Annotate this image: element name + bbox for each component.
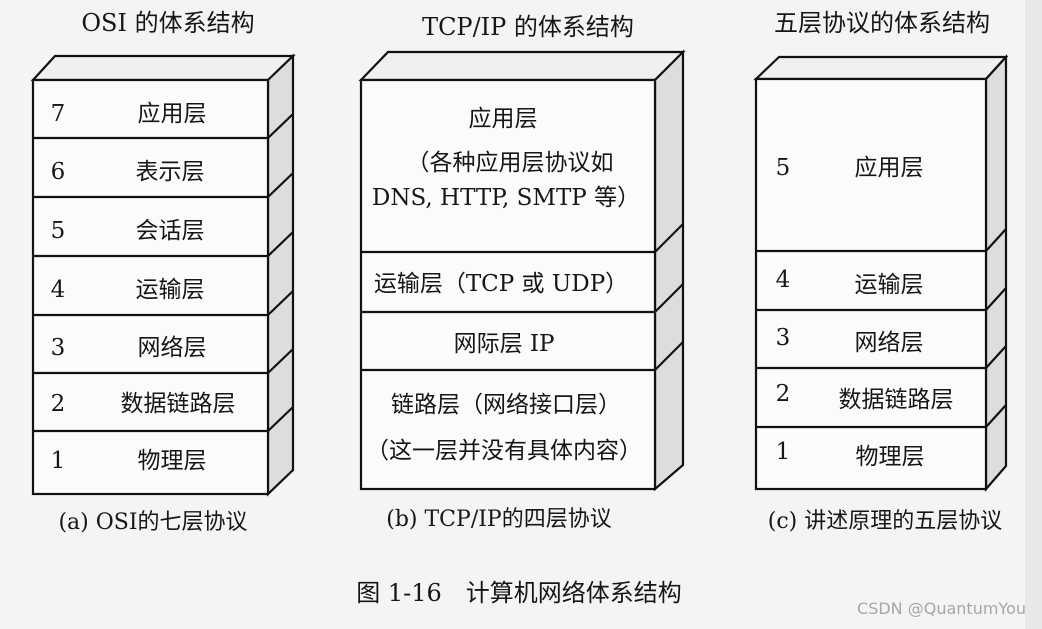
- osi-layer-4-number: 4: [51, 277, 66, 303]
- osi-layer-1-name: 物理层: [138, 448, 207, 474]
- osi-layer-3-name: 网络层: [138, 335, 207, 361]
- osi-side-divider-3: [267, 231, 294, 257]
- tcpip-side-face: [653, 49, 685, 492]
- tcpip-front-face: [359, 78, 657, 491]
- five-layer-caption: (c) 讲述原理的五层协议: [768, 509, 1002, 534]
- osi-top-face: [30, 54, 296, 82]
- five-side-divider-2: [985, 287, 1007, 311]
- tcpip-application-detail-line-2: DNS, HTTP, SMTP 等）: [372, 185, 640, 211]
- tcpip-transport-layer: 运输层（TCP 或 UDP）: [374, 271, 628, 297]
- five-layer-title: 五层协议的体系结构: [774, 9, 990, 37]
- tcpip-side-divider-3: [654, 341, 684, 371]
- figure-caption: 图 1-16 计算机网络体系结构: [356, 579, 682, 607]
- tcpip-side-divider-1: [654, 223, 684, 253]
- tcpip-link-layer-line-1: 链路层（网络接口层）: [391, 392, 621, 418]
- tcpip-application-detail-line-1: （各种应用层协议如: [407, 150, 614, 176]
- osi-title: OSI 的体系结构: [81, 9, 254, 37]
- five-layer-1-number: 1: [776, 439, 791, 465]
- five-layer-1-name: 物理层: [856, 444, 925, 470]
- tcpip-stack: 应用层 （各种应用层协议如 DNS, HTTP, SMTP 等） 运输层（TCP…: [358, 49, 686, 492]
- osi-side-divider-6: [267, 406, 294, 432]
- five-layer-5-number: 5: [776, 155, 791, 181]
- osi-side-divider-5: [267, 348, 294, 374]
- osi-layer-6-name: 表示层: [136, 159, 205, 185]
- five-side-divider-1: [985, 228, 1007, 252]
- osi-layer-6-number: 6: [51, 159, 66, 185]
- osi-caption: (a) OSI的七层协议: [58, 510, 247, 535]
- osi-side-divider-2: [267, 172, 294, 198]
- osi-layer-5-name: 会话层: [136, 218, 205, 244]
- tcpip-caption: (b) TCP/IP的四层协议: [386, 507, 611, 532]
- osi-layer-7-name: 应用层: [138, 101, 207, 127]
- five-layer-3-name: 网络层: [855, 330, 924, 356]
- five-layer-2-name: 数据链路层: [839, 387, 954, 413]
- osi-layer-2-name: 数据链路层: [121, 391, 236, 417]
- osi-stack: 7 应用层 6 表示层 5 会话层 4 运输层 3 网络层 2 数据链路层 1 …: [30, 53, 296, 497]
- tcpip-internet-layer: 网际层 IP: [454, 331, 555, 357]
- five-front-face: [754, 77, 988, 491]
- osi-layer-2-number: 2: [51, 391, 66, 417]
- tcpip-side-divider-2: [654, 283, 684, 313]
- watermark: CSDN @QuantumYou: [857, 599, 1026, 618]
- five-layer-stack: 5 应用层 4 运输层 3 网络层 2 数据链路层 1 物理层: [753, 54, 1009, 492]
- five-layer-3-number: 3: [776, 325, 791, 351]
- osi-side-divider-1: [267, 113, 294, 139]
- osi-layer-1-number: 1: [51, 448, 66, 474]
- osi-front-face: [31, 78, 270, 496]
- osi-side-divider-4: [267, 290, 294, 316]
- osi-layer-4-name: 运输层: [136, 277, 205, 303]
- tcpip-title: TCP/IP 的体系结构: [422, 13, 634, 41]
- tcpip-application-name: 应用层: [469, 106, 538, 132]
- right-strip: [1025, 0, 1042, 629]
- five-layer-5-name: 应用层: [855, 155, 924, 181]
- tcpip-link-layer-line-2: （这一层并没有具体内容）: [366, 438, 642, 464]
- five-top-face: [753, 55, 1009, 81]
- five-layer-4-number: 4: [776, 267, 791, 293]
- five-layer-2-number: 2: [776, 381, 791, 407]
- tcpip-top-face: [358, 50, 686, 82]
- five-side-divider-4: [985, 404, 1007, 428]
- osi-layer-5-number: 5: [51, 218, 66, 244]
- five-layer-4-name: 运输层: [855, 272, 924, 298]
- osi-layer-3-number: 3: [51, 335, 66, 361]
- five-side-divider-3: [985, 345, 1007, 369]
- osi-layer-7-number: 7: [51, 101, 66, 127]
